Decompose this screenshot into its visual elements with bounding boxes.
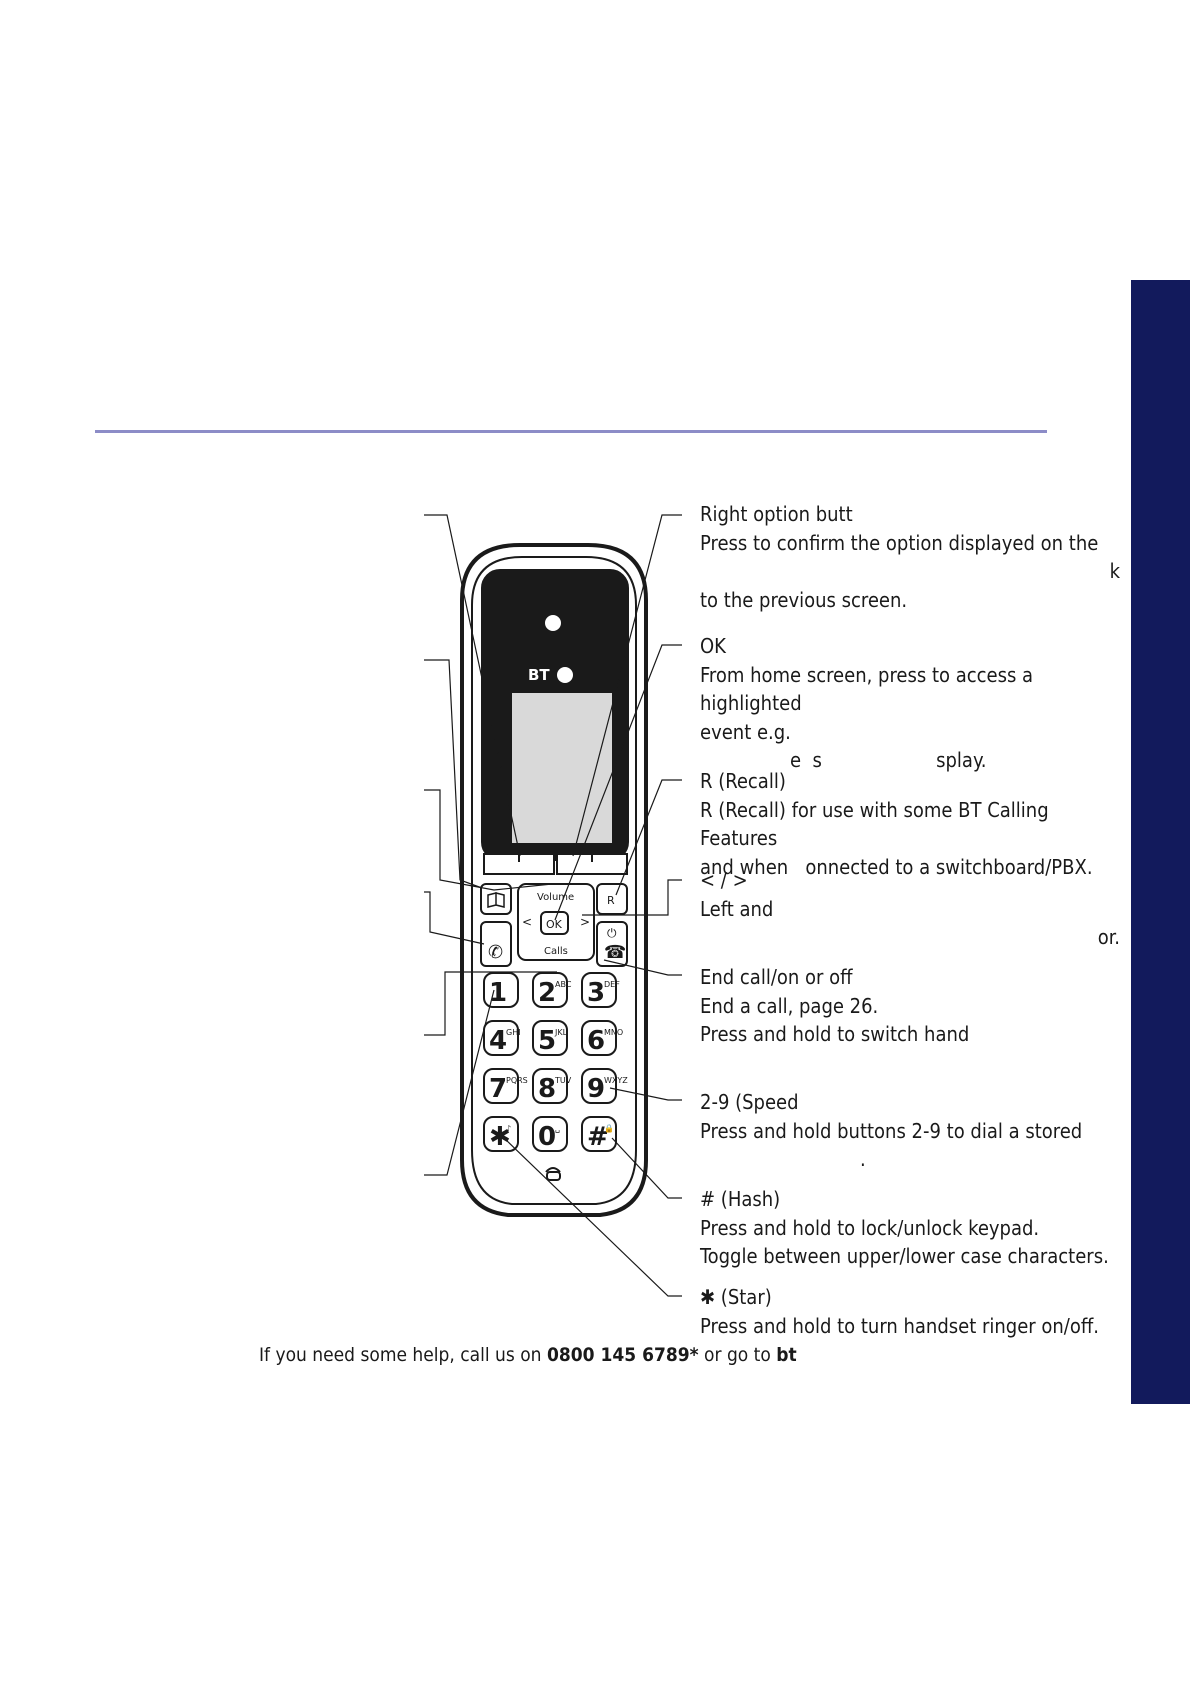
- leader-talk: [424, 892, 484, 944]
- callout-text: R (Recall) for use with some BT Calling …: [700, 796, 1120, 853]
- callout-recall: R (Recall) R (Recall) for use with some …: [700, 767, 1120, 881]
- keypad: 12ABC3DEF4GHI5JKL6MNO7PQRS8TUV9WXYZ✱♪0␣#…: [484, 973, 628, 1152]
- callout-star: ✱ (Star) Press and hold to turn handset …: [700, 1283, 1120, 1340]
- keypad-letters: DEF: [604, 980, 620, 989]
- callout-text: Press to confirm the option displayed on…: [700, 529, 1120, 558]
- leader-phonebook: [424, 660, 482, 888]
- callout-text: Press and hold buttons 2-9 to dial a sto…: [700, 1117, 1120, 1146]
- callout-right-option: Right option butt Press to confirm the o…: [700, 500, 1120, 614]
- callout-text: Left and: [700, 895, 1120, 924]
- callout-text: k: [700, 557, 1120, 586]
- keypad-letters: 🔒: [604, 1124, 614, 1133]
- earpiece: [544, 614, 562, 632]
- callout-title: Right option butt: [700, 500, 1120, 529]
- keypad-letters: ␣: [555, 1124, 560, 1133]
- keypad-digit: 5: [538, 1026, 556, 1056]
- phonebook-icon: [488, 893, 504, 907]
- end-call-icon: ☎: [604, 942, 626, 963]
- recall-key-label: R: [607, 894, 615, 907]
- leader-end-call: [604, 960, 682, 975]
- talk-icon: ✆: [488, 942, 503, 963]
- help-website-link[interactable]: bt: [776, 1344, 796, 1366]
- bt-logo-globe: [557, 667, 573, 683]
- keypad-digit: 4: [489, 1026, 507, 1056]
- keypad-letters: WXYZ: [604, 1076, 628, 1085]
- callout-text: End a call, page 26.: [700, 992, 1120, 1021]
- callout-text: Press and hold to lock/unlock keypad.: [700, 1214, 1120, 1243]
- keypad-digit: 7: [489, 1074, 507, 1104]
- keypad-letters: TUV: [554, 1076, 572, 1085]
- callout-end-call: End call/on or off End a call, page 26. …: [700, 963, 1120, 1049]
- keypad-digit: 2: [538, 978, 556, 1008]
- callout-text: Press and hold to switch hand: [700, 1020, 1120, 1049]
- keypad-letters: MNO: [604, 1028, 623, 1037]
- callout-text: Press and hold to turn handset ringer on…: [700, 1312, 1120, 1341]
- volume-label: Volume: [537, 892, 574, 903]
- callout-title: # (Hash): [700, 1185, 1120, 1214]
- callout-text: Toggle between upper/lower case characte…: [700, 1242, 1120, 1271]
- left-arrow-label: <: [522, 915, 532, 929]
- display: [512, 693, 612, 843]
- keypad-digit: 1: [489, 978, 507, 1008]
- bt-logo-text: BT: [528, 666, 550, 684]
- callout-text: or.: [700, 923, 1120, 952]
- keypad-digit: 8: [538, 1074, 556, 1104]
- callout-title: 2-9 (Speed: [700, 1088, 1120, 1117]
- callout-text: event e.g.: [700, 718, 1120, 747]
- footer-text: or go to: [699, 1344, 777, 1366]
- footer-text: If you need some help, call us on: [259, 1344, 547, 1366]
- keypad-letters: ♪: [506, 1124, 511, 1133]
- right-arrow-label: >: [580, 915, 590, 929]
- ok-key-label: OK: [546, 918, 563, 931]
- callout-speed-dial: 2-9 (Speed Press and hold buttons 2-9 to…: [700, 1088, 1120, 1174]
- callout-arrows: < / > Left and or.: [700, 866, 1120, 952]
- calls-label: Calls: [544, 946, 568, 957]
- keypad-digit: 3: [587, 978, 605, 1008]
- callout-title: End call/on or off: [700, 963, 1120, 992]
- keypad-digit: 0: [538, 1122, 556, 1152]
- help-footer: If you need some help, call us on 0800 1…: [259, 1344, 797, 1366]
- callout-title: < / >: [700, 866, 1120, 895]
- keypad-letters: ABC: [555, 980, 572, 989]
- callout-title: OK: [700, 632, 1120, 661]
- keypad-digit: 6: [587, 1026, 605, 1056]
- keypad-digit: 9: [587, 1074, 605, 1104]
- keypad-letters: JKL: [554, 1028, 568, 1037]
- callout-text: to the previous screen.: [700, 586, 1120, 615]
- callout-ok: OK From home screen, press to access a h…: [700, 632, 1120, 775]
- keypad-letters: PQRS: [506, 1076, 528, 1085]
- power-icon: ⏻: [607, 926, 617, 940]
- callout-hash: # (Hash) Press and hold to lock/unlock k…: [700, 1185, 1120, 1271]
- callout-text: From home screen, press to access a high…: [700, 661, 1120, 718]
- callout-text: .: [700, 1145, 1120, 1174]
- help-phone-number: 0800 145 6789*: [547, 1344, 699, 1366]
- callout-title: ✱ (Star): [700, 1283, 1120, 1312]
- keypad-letters: GHI: [506, 1028, 521, 1037]
- callout-title: R (Recall): [700, 767, 1120, 796]
